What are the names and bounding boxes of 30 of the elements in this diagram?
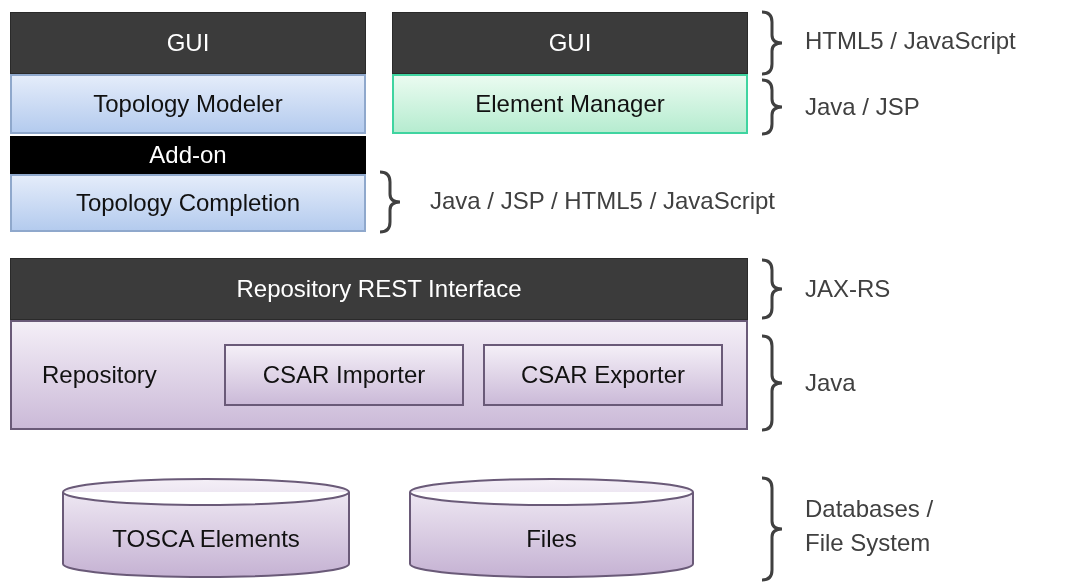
technology-label: Databases / File System <box>805 494 935 558</box>
component-label: TOSCA Elements <box>112 525 300 553</box>
technology-label: JAX-RS <box>805 274 892 304</box>
technology-label: Java / JSP <box>805 92 921 122</box>
interface-bar <box>392 12 748 74</box>
technology-label: Java <box>805 368 857 398</box>
component-box <box>392 74 748 134</box>
component-label: CSAR Importer <box>262 361 426 389</box>
technology-label: Java / JSP / HTML5 / JavaScript <box>430 186 776 216</box>
component-box <box>10 174 366 232</box>
component-label: Topology Completion <box>75 189 301 217</box>
component-label: CSAR Exporter <box>520 361 686 389</box>
component-label: Topology Modeler <box>93 90 283 118</box>
addon-bar <box>10 136 366 174</box>
component-box <box>224 344 464 406</box>
component-label: Add-on <box>149 141 227 169</box>
component-box <box>483 344 723 406</box>
component-label: GUI <box>166 29 210 57</box>
database-cylinder <box>409 478 694 578</box>
repository-panel <box>10 320 748 430</box>
component-label: GUI <box>548 29 592 57</box>
component-label: Repository <box>42 361 157 389</box>
component-label: Files <box>526 525 577 553</box>
component-box <box>10 74 366 134</box>
database-cylinder <box>62 478 350 578</box>
interface-bar <box>10 258 748 320</box>
component-label: Repository REST Interface <box>236 275 522 303</box>
technology-label: HTML5 / JavaScript <box>805 26 1017 56</box>
interface-bar <box>10 12 366 74</box>
component-label: Element Manager <box>475 90 665 118</box>
